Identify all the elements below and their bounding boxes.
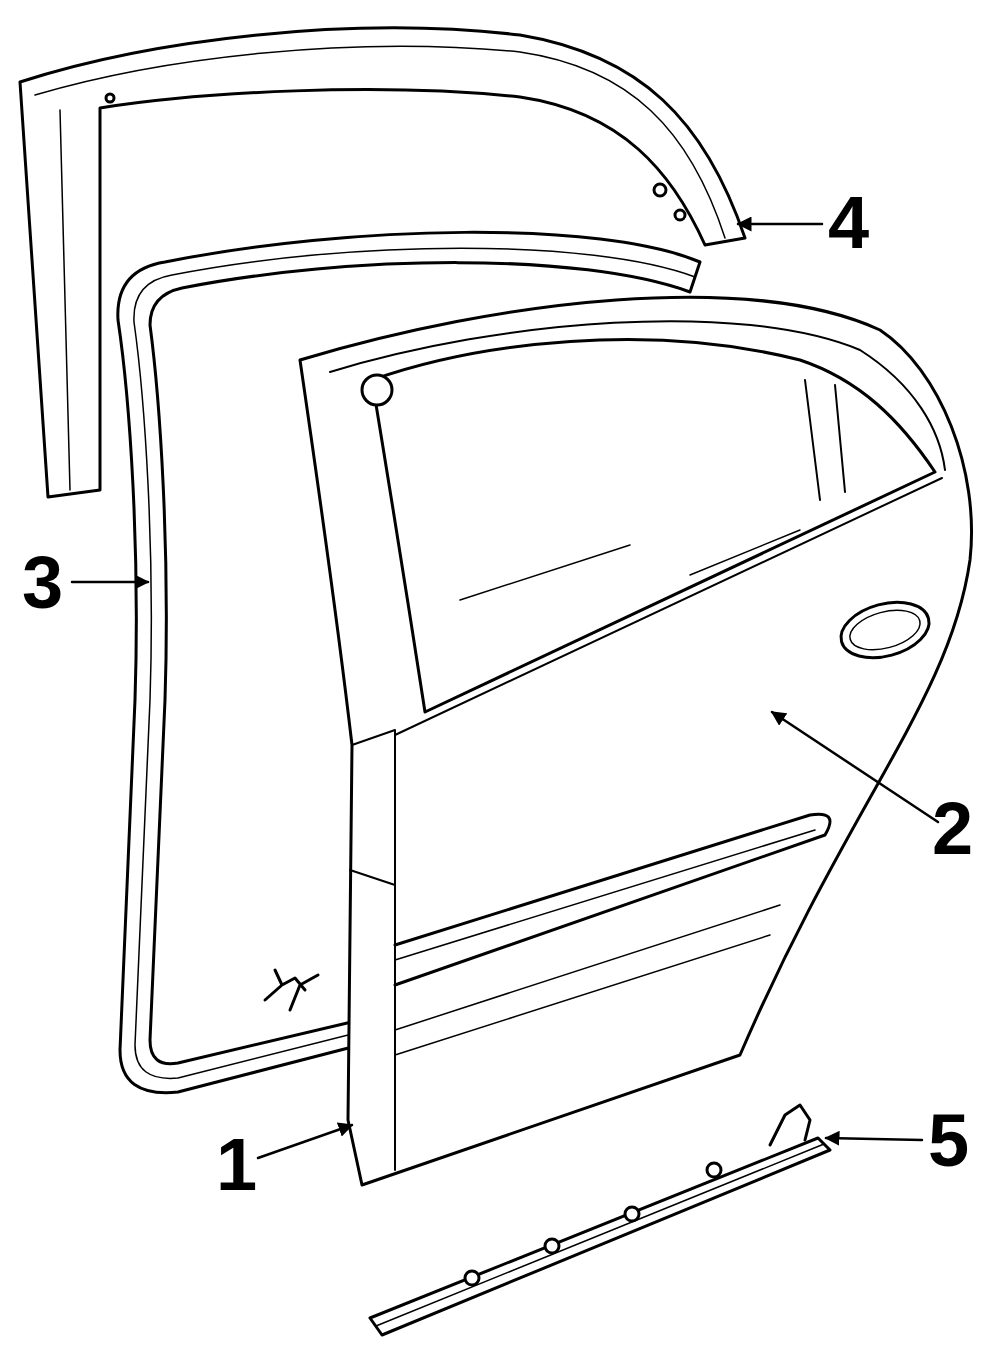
callout-number: 2 xyxy=(932,792,973,866)
callout-number: 3 xyxy=(22,546,63,620)
callout-number: 1 xyxy=(216,1128,257,1202)
callout-number: 4 xyxy=(828,186,869,260)
callout-number: 5 xyxy=(928,1104,969,1178)
